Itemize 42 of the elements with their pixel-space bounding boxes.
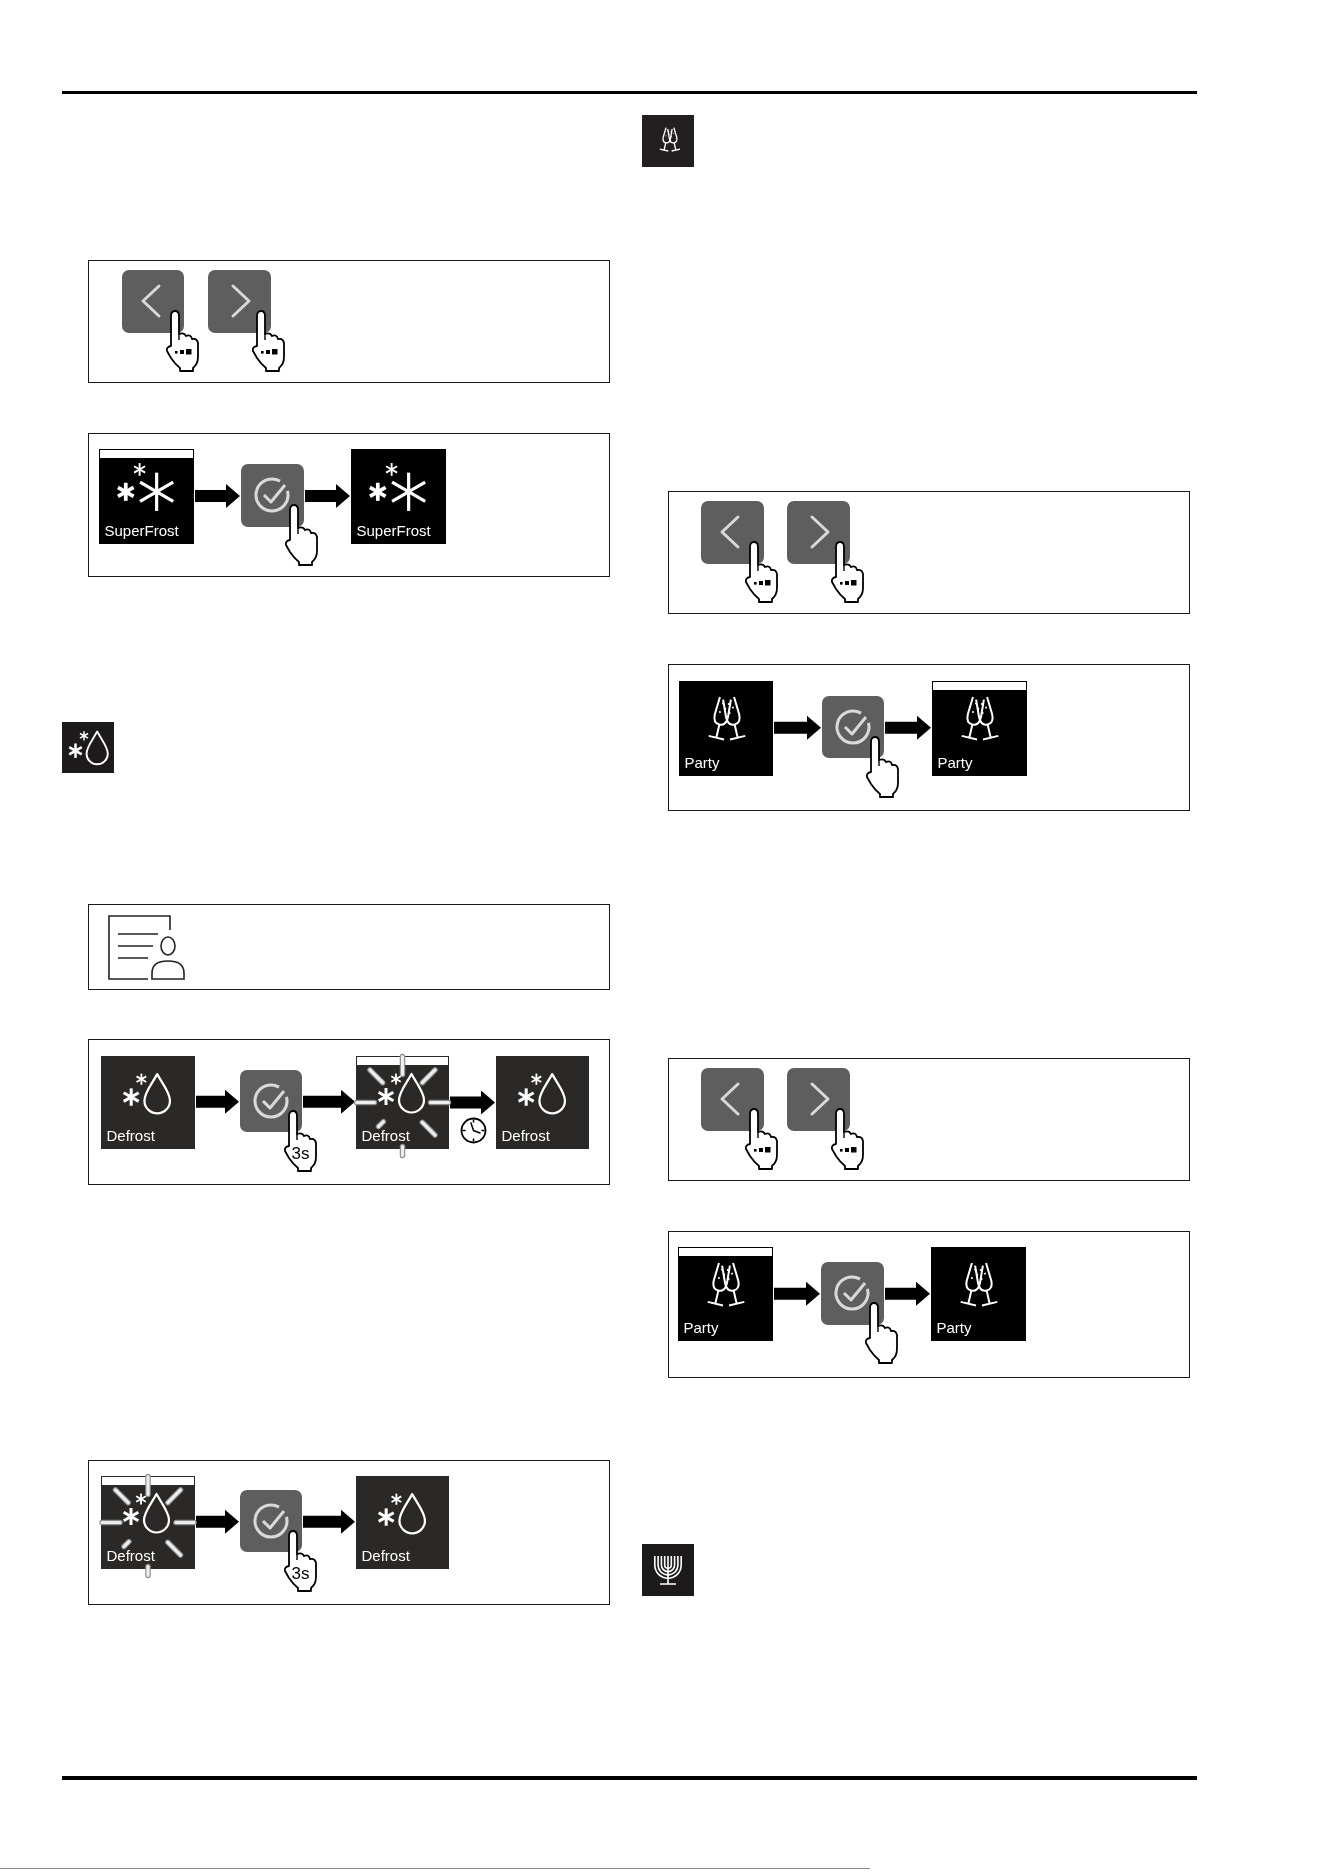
screen-label: Defrost (361, 1126, 410, 1144)
display-screen (100, 1055, 195, 1149)
illustration-panel (88, 433, 610, 577)
illustration-panel (88, 1039, 610, 1185)
arrow (885, 715, 931, 740)
duration-label: 3s (291, 1564, 310, 1582)
display-screen (350, 448, 446, 544)
arrow (303, 1509, 355, 1534)
duration-label: 3s (291, 1144, 310, 1162)
illustration-panel (668, 1231, 1190, 1378)
arrow (774, 715, 821, 740)
screen-label: Defrost (361, 1546, 410, 1564)
arrow (196, 1509, 239, 1534)
arrow (195, 484, 240, 508)
display-screen (98, 448, 194, 544)
arrow (885, 1281, 930, 1306)
display-screen (495, 1055, 589, 1149)
display-screen (677, 1246, 773, 1341)
screen-label: Defrost (106, 1546, 155, 1564)
illustration-panel (668, 1058, 1190, 1181)
screen-label: Defrost (501, 1126, 550, 1144)
illustration-panel (88, 260, 610, 383)
arrow (450, 1090, 495, 1115)
illustration-panel (668, 664, 1190, 811)
screen-label: Party (937, 753, 973, 771)
display-screen (931, 680, 1027, 776)
arrow (305, 484, 350, 508)
screen-label: Defrost (106, 1126, 155, 1144)
arrow (774, 1281, 820, 1306)
screen-label: Party (683, 1318, 719, 1336)
display-screen (678, 680, 773, 776)
illustration-panel (668, 491, 1190, 614)
screen-label: SuperFrost (104, 521, 179, 539)
display-screen (930, 1246, 1026, 1341)
illustration-panel (88, 904, 610, 990)
screen-label: Party (684, 753, 720, 771)
arrow (303, 1089, 355, 1114)
display-screen (355, 1475, 449, 1569)
arrow (196, 1089, 239, 1114)
illustration-panel (88, 1460, 610, 1605)
screen-label: SuperFrost (356, 521, 431, 539)
screen-label: Party (936, 1318, 972, 1336)
